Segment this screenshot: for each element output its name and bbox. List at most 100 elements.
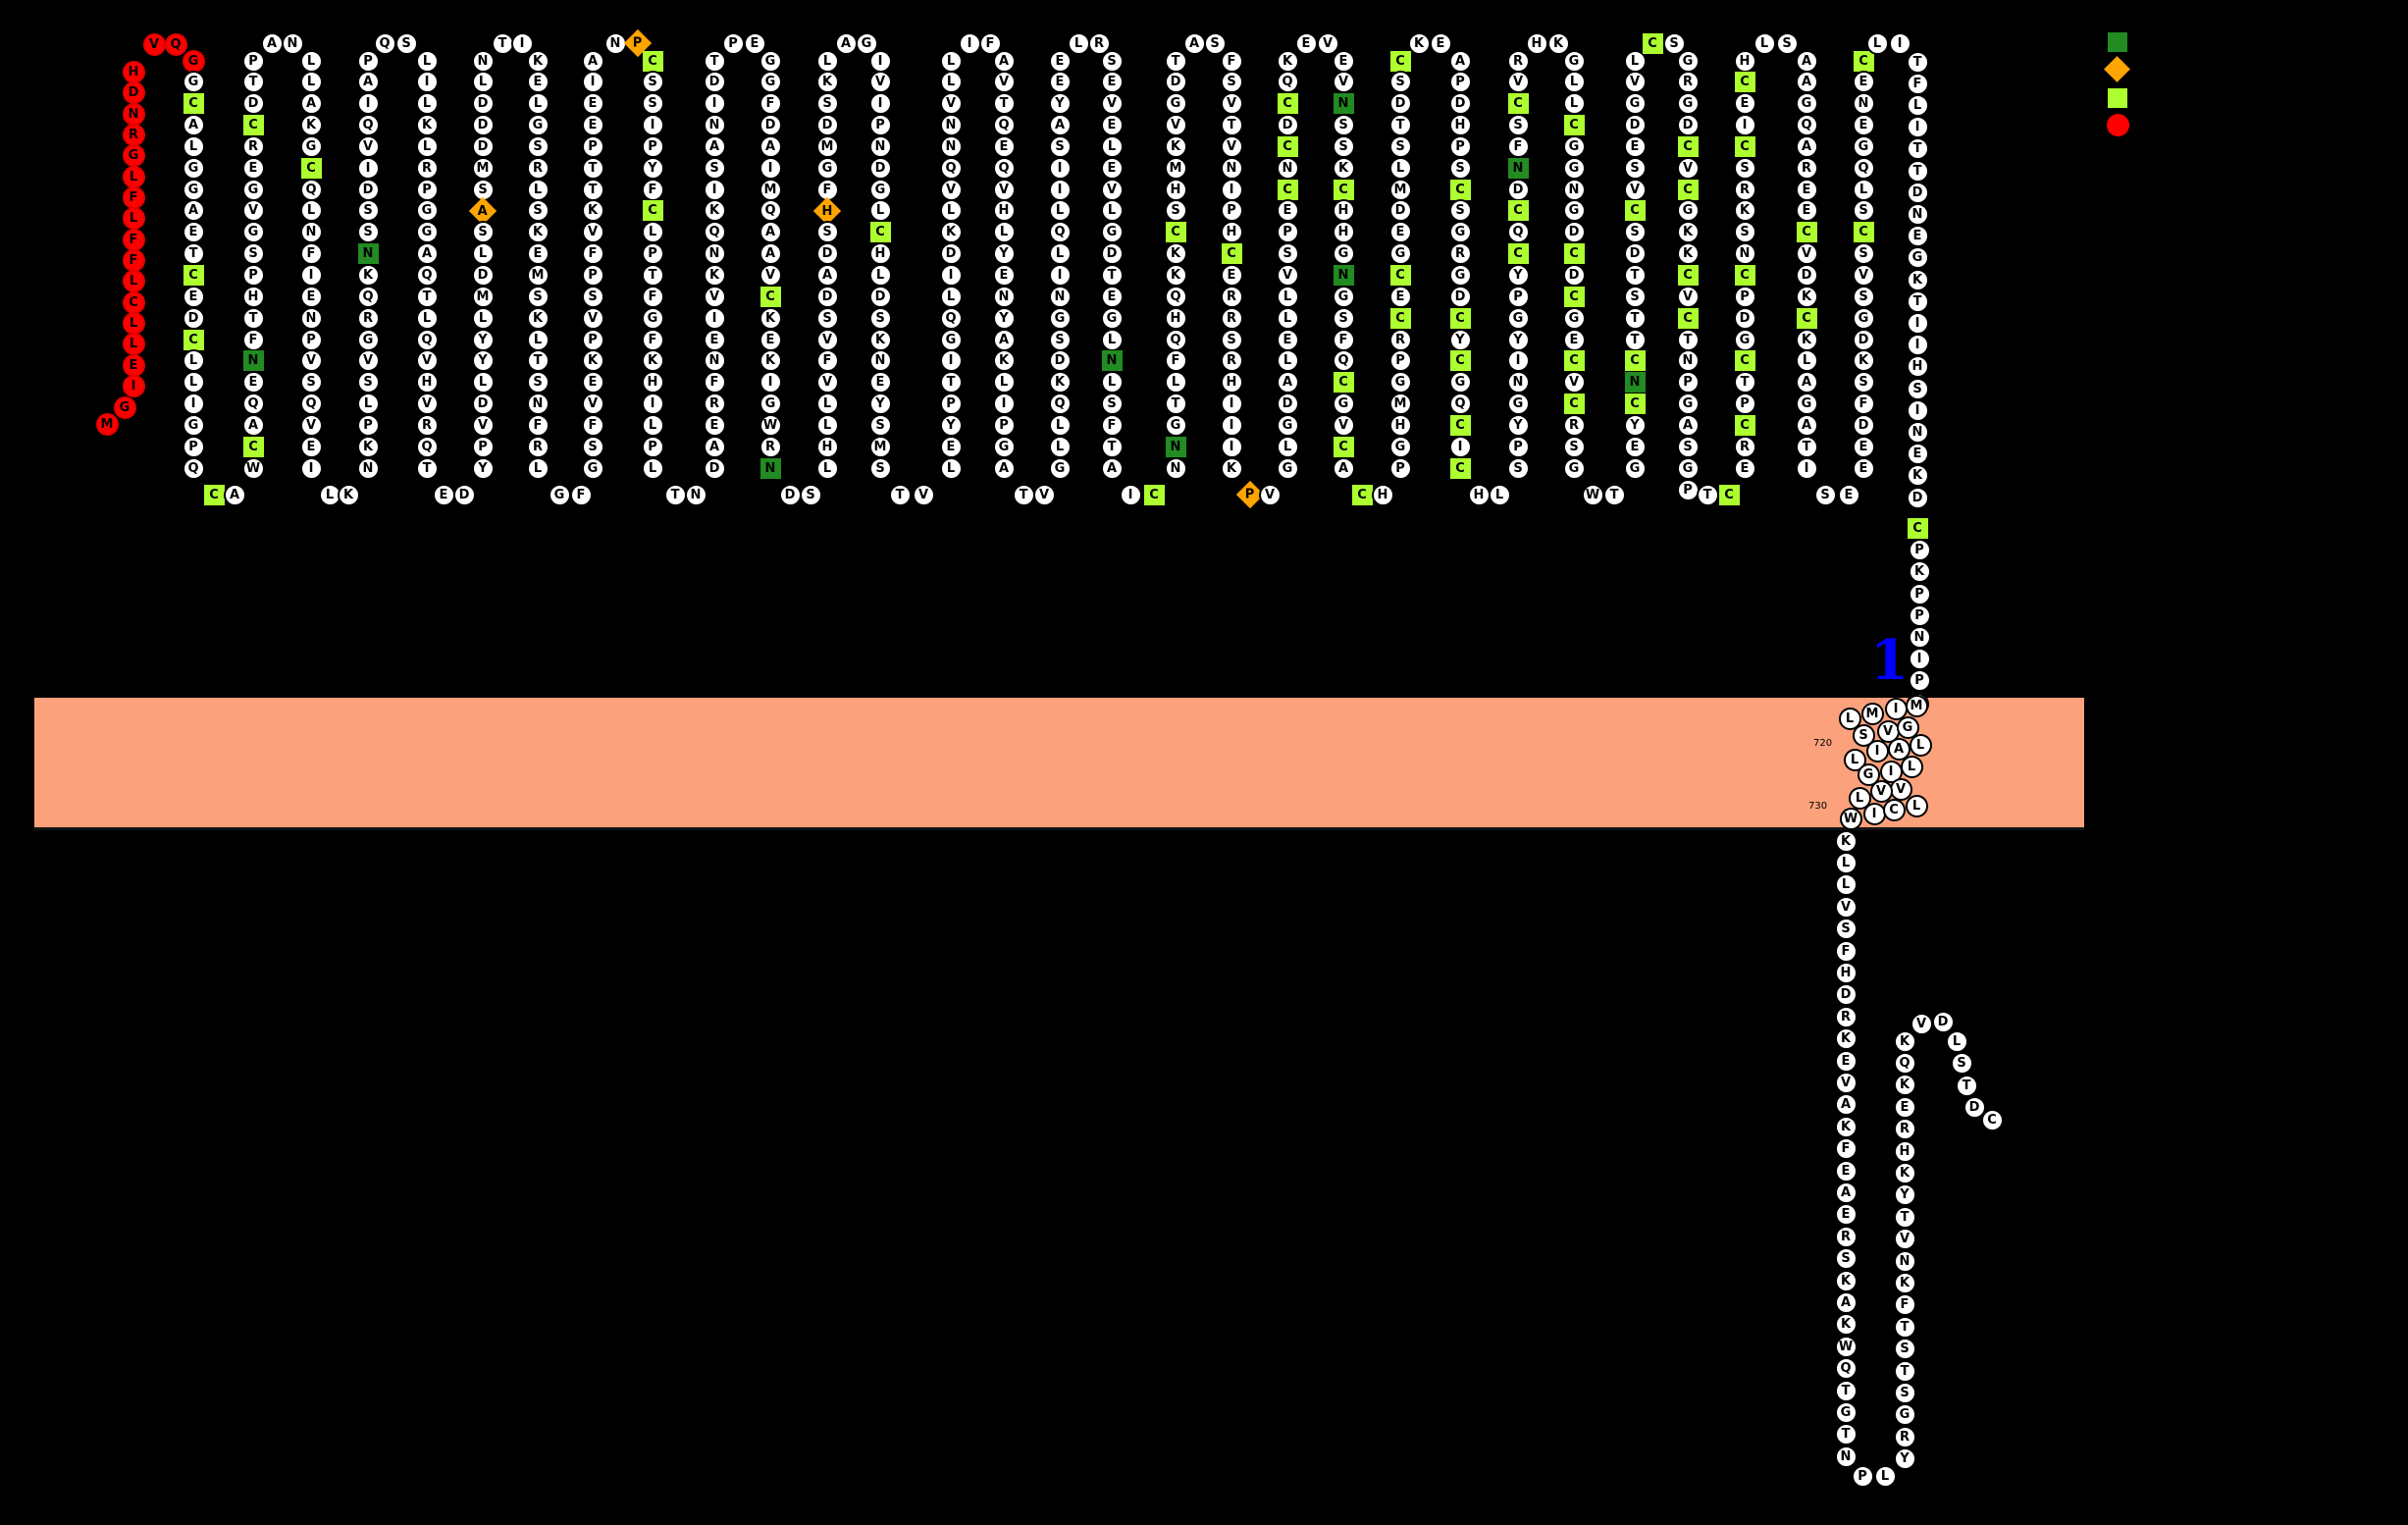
highlight-light-green-residue: C bbox=[183, 265, 204, 286]
residue-circle: I bbox=[1220, 435, 1243, 458]
residue-circle: S bbox=[1388, 71, 1412, 94]
highlight-light-green-residue: C bbox=[1677, 135, 1699, 157]
residue-circle: I bbox=[1220, 178, 1243, 201]
highlight-dark-green-residue: N bbox=[759, 457, 781, 479]
residue-circle: T bbox=[1100, 435, 1124, 458]
residue-circle: Q bbox=[939, 156, 963, 180]
residue-circle: D bbox=[759, 114, 782, 137]
residue-circle: P bbox=[1388, 349, 1412, 373]
residue-circle: L bbox=[815, 49, 839, 73]
residue-circle: D bbox=[471, 264, 495, 287]
residue-circle: G bbox=[1676, 393, 1700, 416]
residue-circle: V bbox=[1623, 71, 1647, 94]
residue-circle: I bbox=[1506, 349, 1530, 373]
residue-circle: K bbox=[1676, 242, 1700, 266]
residue-circle: N bbox=[1908, 625, 1931, 649]
residue-circle: R bbox=[1795, 156, 1818, 180]
residue-circle: L bbox=[526, 456, 550, 480]
highlight-light-green-residue: C bbox=[1642, 32, 1663, 54]
highlight-light-green-residue: C bbox=[1449, 179, 1471, 200]
residue-circle: K bbox=[337, 483, 360, 506]
residue-circle: Y bbox=[1448, 328, 1472, 351]
residue-circle: W bbox=[241, 456, 265, 480]
residue-circle: K bbox=[1906, 268, 1929, 291]
residue-circle: D bbox=[1562, 264, 1586, 287]
residue-circle: V bbox=[1876, 719, 1900, 743]
residue-circle: M bbox=[526, 264, 550, 287]
residue-circle: L bbox=[299, 71, 323, 94]
residue-circle: P bbox=[581, 264, 604, 287]
residue-circle: V bbox=[703, 285, 726, 308]
residue-circle: P bbox=[1506, 285, 1530, 308]
residue-circle: V bbox=[471, 413, 495, 437]
residue-circle: V bbox=[939, 92, 963, 116]
residue-circle: A bbox=[759, 221, 782, 244]
residue-circle: K bbox=[703, 199, 726, 223]
residue-circle: I bbox=[1906, 398, 1929, 422]
residue-circle: G bbox=[1733, 328, 1756, 351]
residue-circle: H bbox=[1893, 1139, 1916, 1163]
residue-circle: A bbox=[1795, 371, 1818, 394]
residue-circle: N bbox=[1733, 242, 1756, 266]
residue-circle: I bbox=[1048, 264, 1072, 287]
residue-circle: L bbox=[1843, 748, 1866, 771]
residue-circle: E bbox=[703, 413, 726, 437]
residue-circle: F bbox=[1506, 134, 1530, 158]
residue-circle: L bbox=[1834, 873, 1858, 897]
highlight-light-green-residue: C bbox=[1624, 350, 1646, 372]
residue-circle: N bbox=[992, 285, 1016, 308]
residue-circle: F bbox=[526, 413, 550, 437]
residue-circle: G bbox=[759, 393, 782, 416]
residue-circle: G bbox=[415, 221, 439, 244]
residue-circle: M bbox=[759, 178, 782, 201]
residue-circle: T bbox=[939, 371, 963, 394]
residue-circle: G bbox=[356, 328, 380, 351]
residue-circle: G bbox=[1388, 435, 1412, 458]
residue-circle: Y bbox=[1623, 413, 1647, 437]
residue-circle: S bbox=[1676, 435, 1700, 458]
residue-circle: E bbox=[1048, 49, 1072, 73]
residue-circle: S bbox=[1834, 918, 1858, 941]
residue-circle: E bbox=[1048, 71, 1072, 94]
residue-circle: L bbox=[1048, 199, 1072, 223]
residue-circle: V bbox=[1562, 371, 1586, 394]
residue-circle: T bbox=[1906, 50, 1929, 74]
residue-circle: V bbox=[1100, 92, 1124, 116]
highlight-light-green-residue: C bbox=[183, 93, 204, 115]
residue-circle: N bbox=[703, 349, 726, 373]
highlight-light-green-residue: C bbox=[1333, 436, 1354, 457]
residue-circle: V bbox=[1164, 114, 1187, 137]
residue-circle: V bbox=[1506, 71, 1530, 94]
residue-circle: F bbox=[1834, 1137, 1858, 1161]
residue-circle: L bbox=[415, 306, 439, 330]
residue-circle: E bbox=[1733, 92, 1756, 116]
residue-circle: L bbox=[1100, 199, 1124, 223]
highlight-light-green-residue: C bbox=[1718, 484, 1740, 505]
residue-circle: W bbox=[759, 413, 782, 437]
residue-circle: S bbox=[471, 221, 495, 244]
residue-circle: S bbox=[356, 221, 380, 244]
residue-circle: E bbox=[581, 114, 604, 137]
residue-circle: E bbox=[182, 221, 205, 244]
residue-circle: A bbox=[992, 328, 1016, 351]
residue-circle: Q bbox=[1164, 285, 1187, 308]
residue-circle: E bbox=[1276, 199, 1299, 223]
residue-circle: P bbox=[1276, 221, 1299, 244]
residue-circle: Q bbox=[415, 328, 439, 351]
residue-circle: L bbox=[415, 134, 439, 158]
residue-circle: I bbox=[510, 31, 534, 55]
residue-circle: T bbox=[663, 483, 687, 506]
residue-circle: F bbox=[569, 483, 593, 506]
residue-circle: G bbox=[1623, 92, 1647, 116]
residue-circle: E bbox=[868, 371, 892, 394]
residue-circle: N bbox=[299, 221, 323, 244]
residue-circle: G bbox=[1562, 134, 1586, 158]
residue-circle: R bbox=[1220, 306, 1243, 330]
residue-circle: K bbox=[1733, 199, 1756, 223]
residue-circle: N bbox=[868, 134, 892, 158]
residue-circle: A bbox=[356, 71, 380, 94]
residue-circle: V bbox=[356, 349, 380, 373]
residue-circle: D bbox=[182, 306, 205, 330]
residue-circle: V bbox=[759, 264, 782, 287]
